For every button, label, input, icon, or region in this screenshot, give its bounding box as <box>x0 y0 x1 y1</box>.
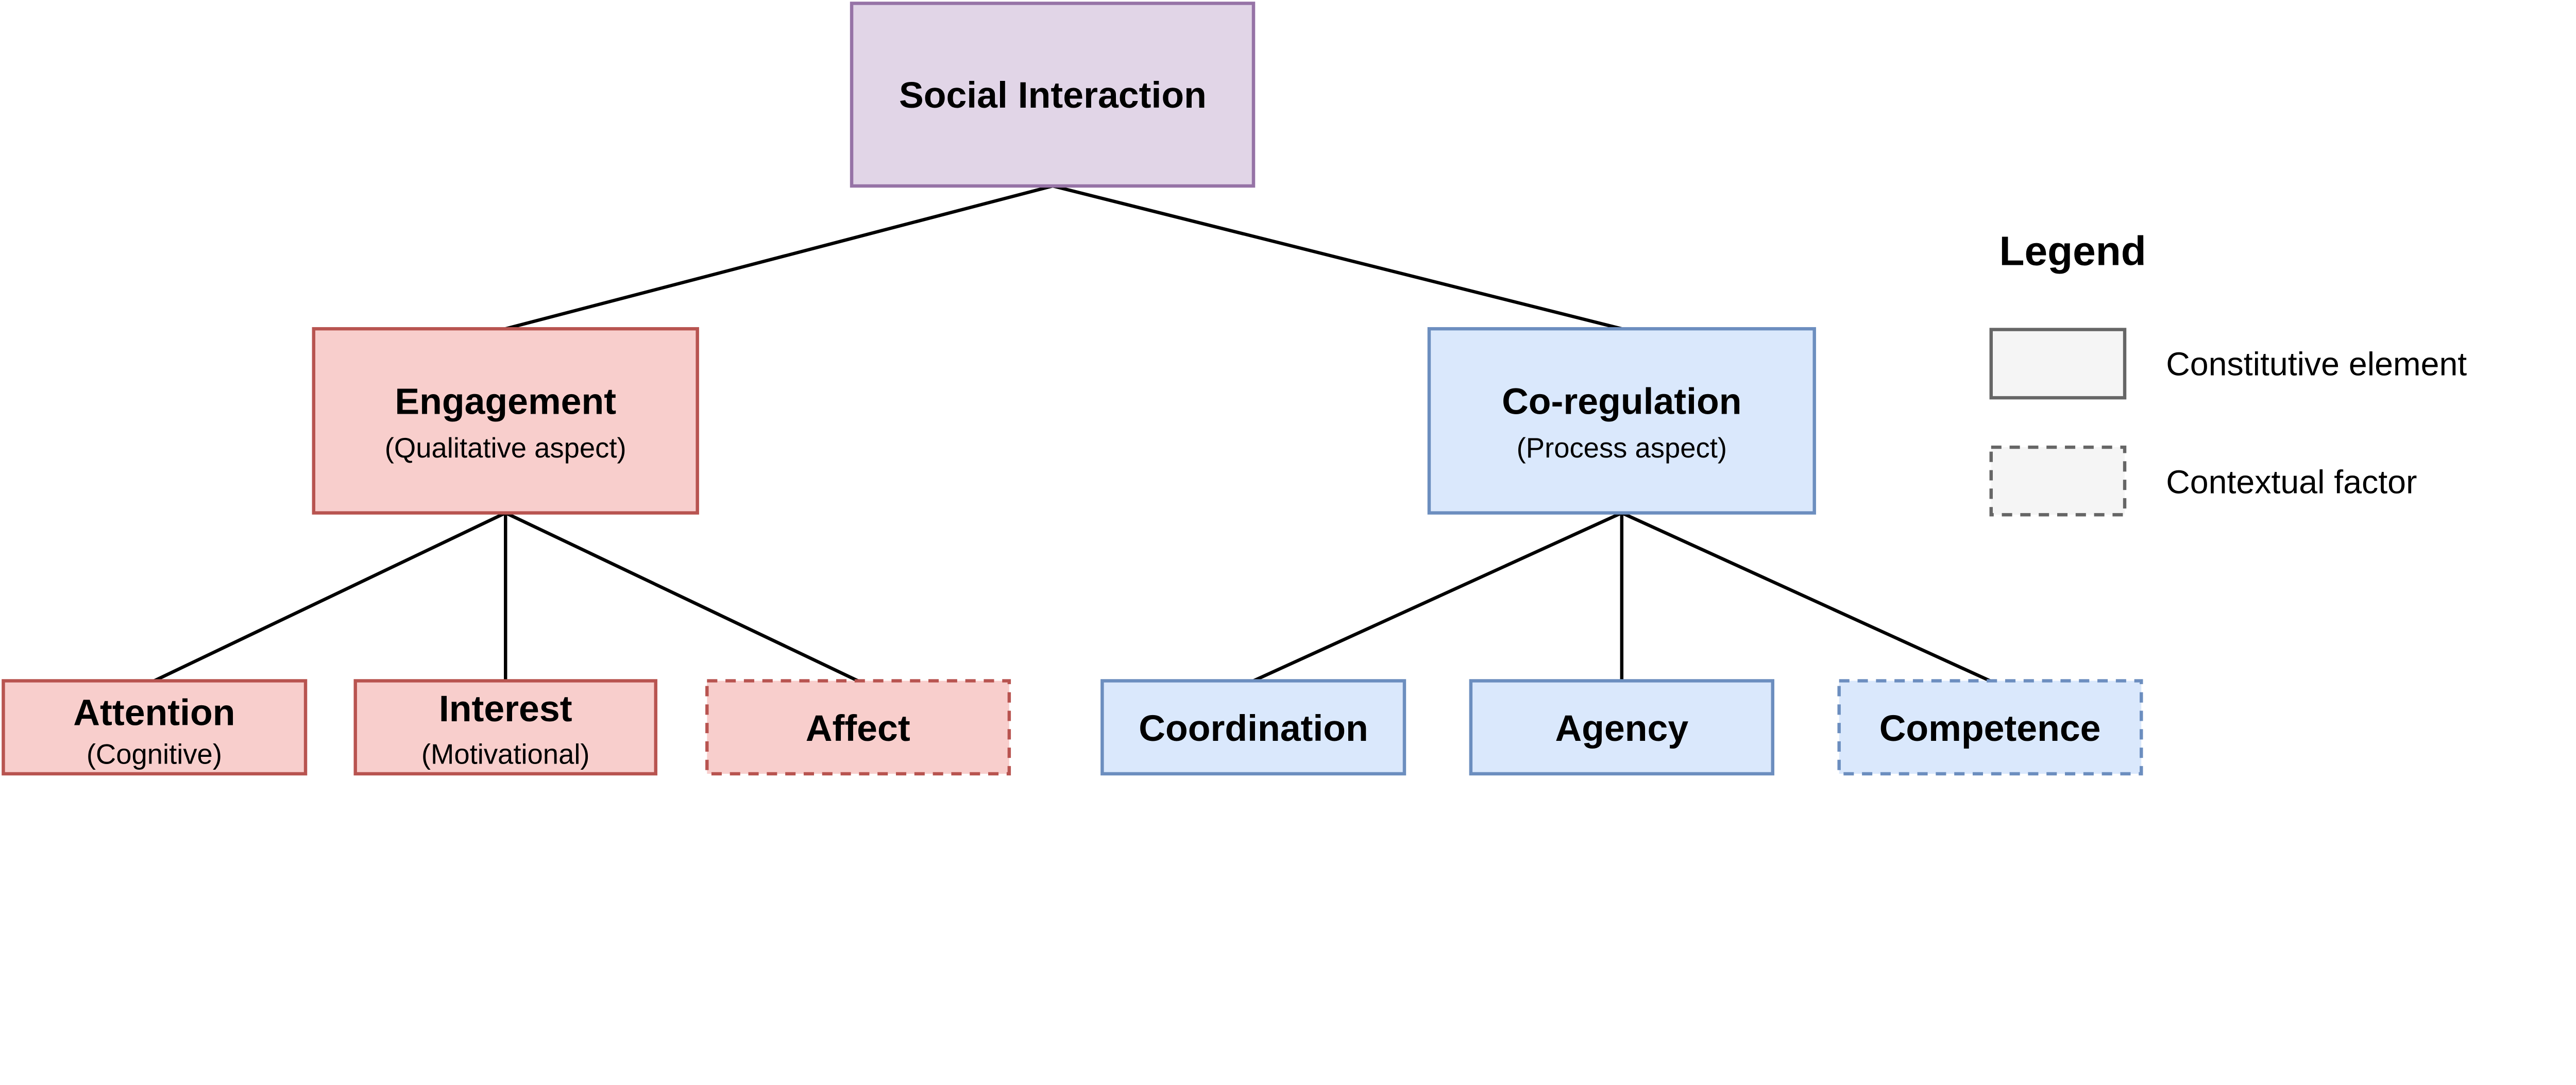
node-interest: Interest (Motivational) <box>353 679 657 776</box>
legend-swatch-dashed <box>1989 445 2127 517</box>
node-subtitle: (Process aspect) <box>1517 432 1727 464</box>
connectors <box>153 184 1991 683</box>
node-title: Attention <box>73 692 235 733</box>
edge-root-coregulation <box>1052 184 1622 331</box>
node-title: Coordination <box>1139 708 1368 749</box>
node-subtitle: (Cognitive) <box>87 739 222 770</box>
edge-engagement-attention <box>153 511 506 683</box>
node-subtitle: (Qualitative aspect) <box>385 432 626 464</box>
legend-label: Constitutive element <box>2166 345 2467 382</box>
node-title: Competence <box>1879 708 2101 749</box>
node-title: Social Interaction <box>899 75 1207 116</box>
legend: Legend Constitutive element Contextual f… <box>1989 227 2467 517</box>
node-engagement: Engagement (Qualitative aspect) <box>312 327 699 515</box>
node-co-regulation: Co-regulation (Process aspect) <box>1427 327 1816 515</box>
edge-root-engagement <box>505 184 1054 331</box>
legend-swatch-solid <box>1989 328 2127 400</box>
node-subtitle: (Motivational) <box>421 739 590 770</box>
legend-item-constitutive: Constitutive element <box>1989 328 2467 400</box>
node-affect: Affect <box>705 679 1011 776</box>
node-agency: Agency <box>1469 679 1774 776</box>
legend-label: Contextual factor <box>2166 464 2417 501</box>
node-coordination: Coordination <box>1100 679 1406 776</box>
edge-coregulation-competence <box>1621 511 1991 683</box>
node-title: Agency <box>1555 708 1688 749</box>
legend-item-contextual: Contextual factor <box>1989 445 2417 517</box>
node-title: Affect <box>806 708 910 749</box>
diagram: Social Interaction Engagement (Qualitati… <box>2 2 2467 776</box>
node-social-interaction: Social Interaction <box>850 2 1256 188</box>
node-title: Co-regulation <box>1502 381 1741 422</box>
node-title: Interest <box>439 688 572 730</box>
node-title: Engagement <box>395 381 616 422</box>
node-attention: Attention (Cognitive) <box>2 679 308 776</box>
edge-coregulation-coordination <box>1252 511 1623 683</box>
edge-engagement-affect <box>504 511 859 683</box>
node-competence: Competence <box>1837 679 2143 776</box>
legend-title: Legend <box>1999 227 2146 274</box>
